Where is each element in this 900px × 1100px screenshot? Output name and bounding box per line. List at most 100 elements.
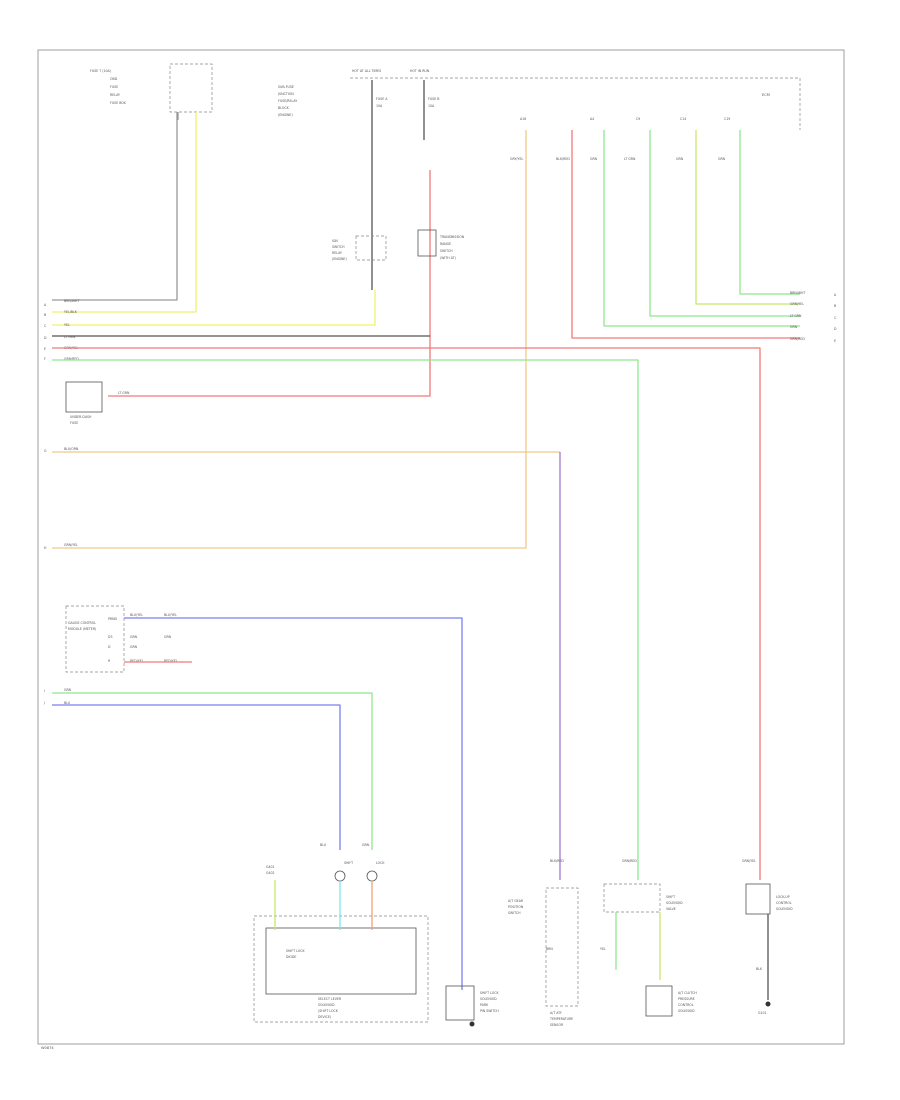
shift-lock-inner: [265, 927, 417, 995]
transmission-range-outline: [417, 229, 437, 257]
shift-lock-solenoid-label: (SHIFT LOCK: [318, 1009, 339, 1013]
pressure-control-solenoid: A/T CLUTCH PRESSURE CONTROL SOLENOID: [645, 985, 697, 1017]
wire-brn-wht: [52, 112, 178, 301]
park-pin-switch-label: PIN SWITCH: [480, 1009, 499, 1013]
ignition-relay-label: (ENGINE): [332, 257, 347, 261]
left-wire-label: YEL/BLK: [64, 310, 78, 314]
bottom-wire-label: YEL: [600, 947, 606, 951]
meter-pin: R: [108, 659, 111, 663]
shift-lock-sw-label: GRN: [362, 843, 370, 847]
left-wire-label: YEL: [64, 323, 70, 327]
meter-label: BLU/YEL: [164, 613, 177, 617]
wire-red-mid: [108, 170, 431, 397]
left-pin: A: [44, 303, 47, 307]
wire-grn-red-bus: [52, 359, 639, 880]
under-dash-fuse-label: FUSE: [70, 421, 78, 425]
pressure-control-label: A/T CLUTCH: [678, 991, 697, 995]
junction-outline: [350, 77, 801, 130]
ecm-pin-label: LT GRN: [624, 157, 636, 161]
gear-position-sub: SENSOR: [550, 1023, 564, 1027]
transmission-range-switch: TRANSMISSION RANGE SWITCH (WITH AT): [417, 229, 465, 260]
right-pin: C: [834, 316, 837, 320]
shift-solenoid: SHIFT SOLENOID VALVE: [603, 883, 683, 913]
ecm-pin: C19: [724, 117, 730, 121]
meter-wire-label: GRN: [130, 645, 138, 649]
under-dash-fuse-wire: LT GRN: [118, 391, 130, 395]
under-dash-fuse: UNDER-DASH FUSE LT GRN: [65, 381, 130, 425]
combination-meter: GAUGE CONTROL MODULE (METER) PRND D3 D R…: [65, 605, 178, 673]
shift-lock-center: DIODE: [286, 955, 296, 959]
left-bus-grn: GRN: [64, 688, 72, 692]
transmission-range-label: SWITCH: [440, 249, 453, 253]
gear-position-label: A/T GEAR: [508, 899, 524, 903]
ecm: ECM A16 A4 C9 C14 C19 GRY/YEL BLK/RED GR…: [510, 93, 770, 161]
footer-code: W0874: [41, 1046, 54, 1050]
ecm-pin: C14: [680, 117, 686, 121]
ecm-pin-label: GRY/YEL: [510, 157, 523, 161]
lockup-label: SOLENOID: [776, 907, 793, 911]
meter-pin: D: [108, 645, 111, 649]
gear-position-label: SWITCH: [508, 911, 521, 915]
park-pin-switch: SHIFT LOCK SOLENOID PARK PIN SWITCH: [445, 985, 499, 1027]
gear-position-outline: [545, 887, 579, 1007]
pressure-control-box: [645, 985, 673, 1017]
park-pin-switch-label: PARK: [480, 1003, 489, 1007]
ignition-relay-outline: [355, 235, 387, 261]
transmission-range-label: (WITH AT): [440, 256, 456, 260]
transmission-range-label: RANGE: [440, 242, 451, 246]
left-wire-label: LT GRN: [64, 335, 76, 339]
wire-ecm-c14: [649, 130, 800, 317]
left-pin: H: [44, 546, 47, 550]
left-pin: I: [44, 689, 45, 693]
junction-label: JUNCTION: [277, 92, 294, 96]
bottom-wire-label: BLK: [756, 967, 763, 971]
junction-label: (ENGINE): [278, 113, 293, 117]
fuse-block-label: FUSE: [110, 85, 118, 89]
fuse-block: FUSE 7 (10A) OBD FUSE RELAY FUSE BOX: [90, 63, 213, 113]
shift-lock-bulb: [366, 870, 378, 882]
wire-yel-top: [52, 112, 197, 313]
left-pin: F: [44, 357, 46, 361]
left-pin: B: [44, 313, 46, 317]
lockup-box: [745, 883, 771, 915]
pressure-control-label: PRESSURE: [678, 997, 695, 1001]
shift-lock-solenoid-label: DEVICE): [318, 1015, 331, 1019]
shift-lock-sw-label: LOCK: [376, 861, 385, 865]
pressure-control-label: SOLENOID: [678, 1009, 695, 1013]
wire-meter-blu-yel: [124, 617, 463, 990]
left-wire-label: GRN/RED: [64, 357, 79, 361]
right-wire-label: LT GRN: [790, 314, 802, 318]
ecm-pin-label: BLK/RED: [556, 157, 570, 161]
fuse-block-label: FUSE 7 (10A): [90, 69, 111, 73]
shift-lock-bulb: [334, 870, 346, 882]
right-pin: E: [834, 339, 836, 343]
junction-label: SUB-FUSE: [278, 85, 294, 89]
wire-ecm-a16: [52, 130, 527, 549]
combination-meter-title: GAUGE CONTROL: [68, 621, 96, 625]
wire-ecm-c20: [739, 130, 800, 295]
lockup-label: LOCK-UP: [776, 895, 790, 899]
left-wire-labels: BRN/WHT YEL/BLK YEL LT GRN GRN/YEL GRN/R…: [64, 299, 79, 361]
left-bus-blu: BLU: [64, 701, 71, 705]
meter-wire-label: BLU/YEL: [130, 613, 143, 617]
shift-lock-gnd-label: G402: [266, 871, 275, 875]
left-edge-pins: A B C D E F G H I J: [43, 303, 47, 705]
shift-solenoid-label: SHIFT: [666, 895, 675, 899]
shift-lock-outline: [253, 915, 429, 1023]
park-pin-switch-label: SOLENOID: [480, 997, 497, 1001]
ecm-pin-label: GRN: [590, 157, 598, 161]
under-dash-fuse-box: [65, 381, 103, 413]
ground-label: G101: [758, 1011, 767, 1015]
left-pin: G: [44, 449, 47, 453]
meter-label: RED/YEL: [164, 659, 178, 663]
hot-in-run: HOT IN RUN: [410, 69, 430, 73]
shift-lock-unit: G401 G402 BLU GRN SHIFT LOCK SHIFT LOCK …: [253, 843, 429, 1023]
left-pin: D: [44, 336, 47, 340]
shift-lock-solenoid-label: SELECT LEVER: [318, 997, 342, 1001]
right-pin: D: [834, 327, 837, 331]
fuse-a-label: FUSE A: [376, 97, 388, 101]
meter-label: GRN: [164, 635, 172, 639]
right-wire-labels: BRN/WHT GRN/YEL LT GRN GRN GRN/RED: [790, 291, 805, 341]
ground-icon: [765, 1001, 771, 1007]
